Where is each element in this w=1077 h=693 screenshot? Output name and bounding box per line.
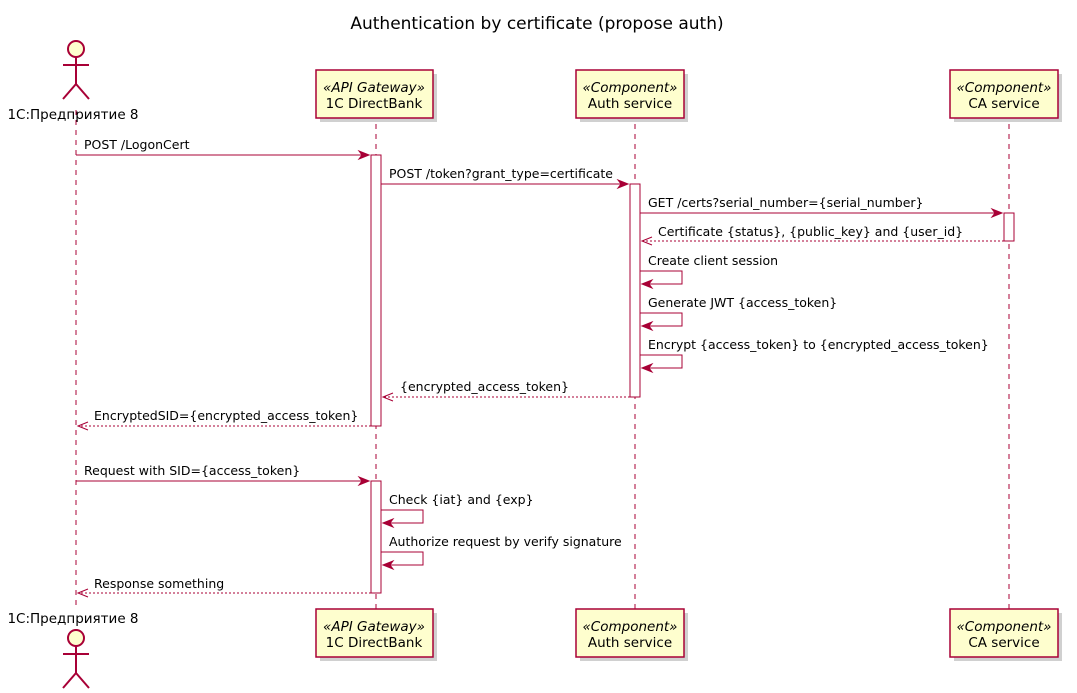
participant-stereotype: «Component»	[582, 619, 677, 635]
arrowhead	[381, 392, 394, 402]
participant-name: 1C DirectBank	[326, 96, 423, 112]
activation-gateway-2	[370, 480, 382, 594]
message-label: Request with SID={access_token}	[84, 463, 300, 478]
participant-name: Auth service	[588, 96, 672, 112]
message-8: EncryptedSID={encrypted_access_token}	[76, 408, 371, 431]
participant-gateway-top: «API Gateway» 1C DirectBank	[315, 69, 437, 122]
participant-stereotype: «Component»	[956, 80, 1051, 96]
arrowhead	[616, 178, 630, 190]
participant-auth-top: «Component» Auth service	[575, 69, 688, 122]
message-label: Response something	[94, 576, 224, 591]
message-1: POST /token?grant_type=certificate	[381, 166, 630, 190]
message-12: Response something	[76, 576, 371, 598]
arrowhead	[640, 320, 654, 332]
participants-top: 1С:Предприятие 8 «API Gateway» 1C Direct…	[7, 40, 1062, 123]
arrowhead	[640, 236, 653, 246]
message-9: Request with SID={access_token}	[76, 463, 371, 487]
participant-gateway-bottom: «API Gateway» 1C DirectBank	[315, 608, 437, 661]
message-0: POST /LogonCert	[76, 137, 371, 161]
participant-name: 1C DirectBank	[326, 635, 423, 651]
arrowhead	[357, 475, 371, 487]
messages: POST /LogonCert POST /token?grant_type=c…	[76, 137, 1004, 598]
message-label: Encrypt {access_token} to {encrypted_acc…	[648, 337, 989, 352]
arrowhead	[76, 421, 89, 431]
message-2: GET /certs?serial_number={serial_number}	[640, 195, 1004, 219]
message-11: Authorize request by verify signature	[381, 534, 622, 571]
message-label: Generate JWT {access_token}	[648, 295, 837, 310]
participant-auth-bottom: «Component» Auth service	[575, 608, 688, 661]
message-label: GET /certs?serial_number={serial_number}	[648, 195, 924, 210]
activation-ca-1	[1003, 212, 1015, 242]
message-4: Create client session	[640, 253, 778, 290]
message-label: Authorize request by verify signature	[389, 534, 622, 549]
participant-name: CA service	[968, 96, 1039, 112]
arrowhead	[640, 278, 654, 290]
participant-name: Auth service	[588, 635, 672, 651]
message-label: Create client session	[648, 253, 778, 268]
participant-name: CA service	[968, 635, 1039, 651]
actor-client-bottom: 1С:Предприятие 8	[7, 611, 139, 689]
activation-gateway-1	[370, 154, 382, 427]
participant-stereotype: «Component»	[582, 80, 677, 96]
actor-name: 1С:Предприятие 8	[7, 107, 138, 123]
participant-stereotype: «Component»	[956, 619, 1051, 635]
message-5: Generate JWT {access_token}	[640, 295, 837, 332]
arrowhead	[357, 149, 371, 161]
participants-bottom: 1С:Предприятие 8 «API Gateway» 1C Direct…	[7, 608, 1062, 689]
arrowhead	[76, 588, 89, 598]
arrowhead	[990, 207, 1004, 219]
message-6: Encrypt {access_token} to {encrypted_acc…	[640, 337, 989, 374]
message-label: EncryptedSID={encrypted_access_token}	[94, 408, 358, 423]
participant-stereotype: «API Gateway»	[323, 619, 425, 635]
actor-client-top: 1С:Предприятие 8	[7, 40, 139, 123]
message-label: Certificate {status}, {public_key} and {…	[658, 224, 963, 239]
participant-stereotype: «API Gateway»	[323, 80, 425, 96]
message-label: Check {iat} and {exp}	[389, 492, 534, 507]
message-3: Certificate {status}, {public_key} and {…	[640, 224, 1004, 246]
diagram-title: Authentication by certificate (propose a…	[350, 14, 723, 34]
arrowhead	[640, 362, 654, 374]
arrowhead	[381, 517, 395, 529]
actor-icon	[62, 40, 90, 100]
actor-icon	[62, 629, 90, 689]
message-label: POST /LogonCert	[84, 137, 190, 152]
participant-ca-top: «Component» CA service	[949, 69, 1062, 122]
message-10: Check {iat} and {exp}	[381, 492, 534, 529]
activations	[370, 154, 1015, 594]
arrowhead	[381, 559, 395, 571]
actor-name: 1С:Предприятие 8	[7, 611, 138, 627]
message-7: {encrypted_access_token}	[381, 379, 630, 402]
participant-ca-bottom: «Component» CA service	[949, 608, 1062, 661]
message-label: {encrypted_access_token}	[400, 379, 569, 394]
activation-auth-1	[629, 183, 641, 398]
message-label: POST /token?grant_type=certificate	[389, 166, 613, 181]
